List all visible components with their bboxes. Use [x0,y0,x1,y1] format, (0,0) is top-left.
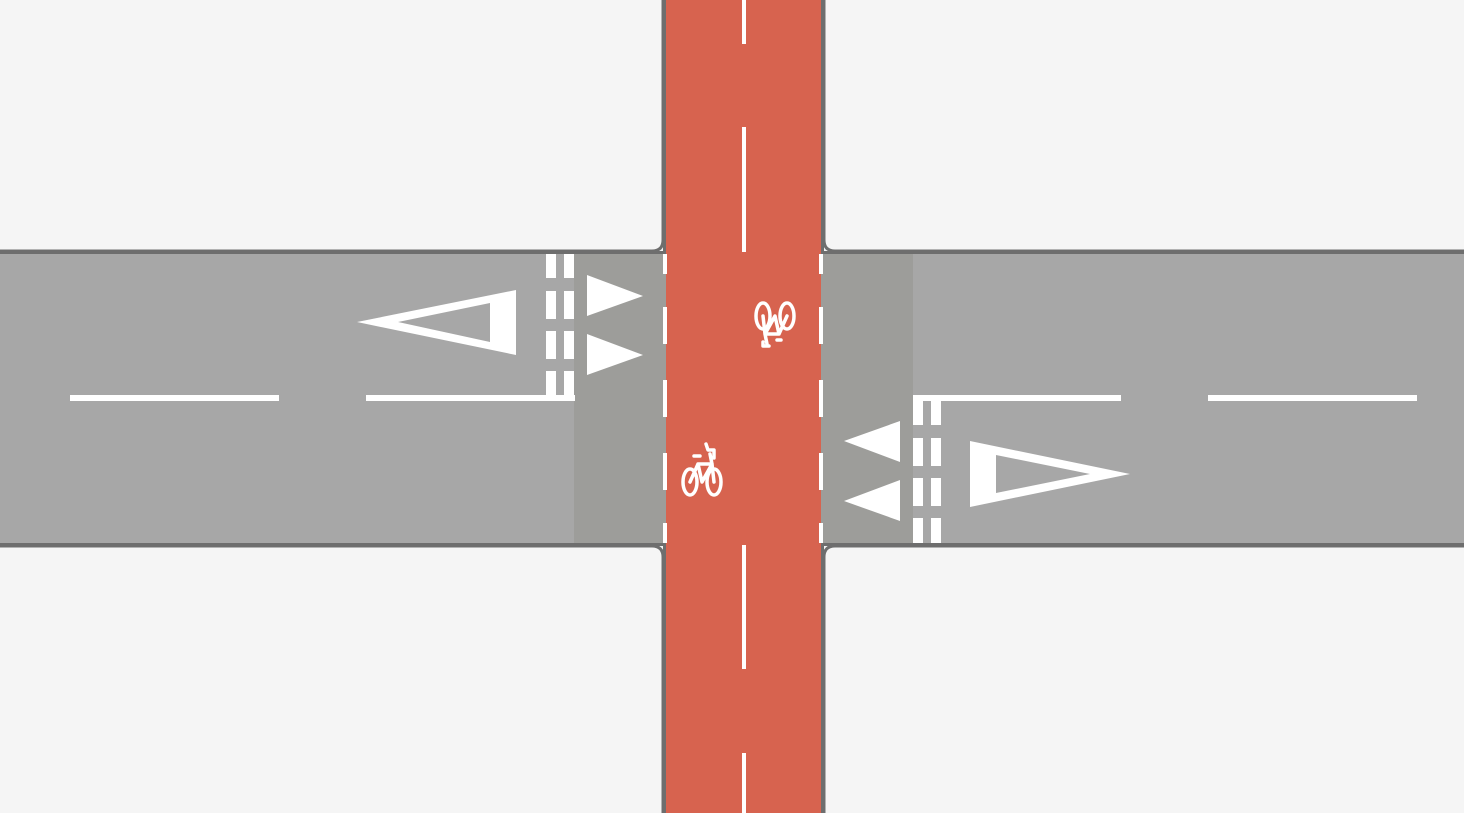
cycle-track [663,0,824,813]
give-way-line-west [546,254,574,398]
give-way-triangle-west [357,290,516,355]
elephant-triangles-east [844,421,900,521]
bicycle-icon [754,301,796,348]
elephant-triangles-west [587,275,643,375]
give-way-triangle-east [970,441,1130,507]
give-way-line-east [913,395,942,543]
bicycle-icon [681,442,723,497]
cycle-track-centre-line [742,0,746,813]
cycle-track-edge-dashes [663,254,823,543]
road-centre-line [70,395,1417,401]
